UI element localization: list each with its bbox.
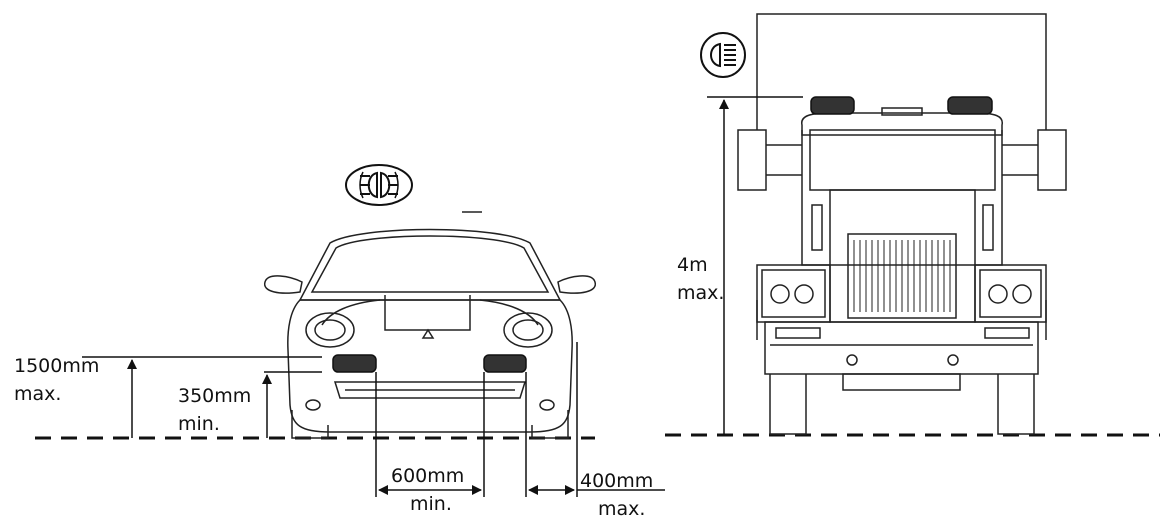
label-car-height-min-qualifier: min. (178, 413, 220, 435)
label-car-height-max-value: 1500mm (14, 355, 100, 377)
truck-right-roof-lamp (947, 96, 993, 115)
label-car-separation-qualifier: min. (410, 493, 452, 515)
label-car-height-min-value: 350mm (178, 385, 252, 407)
car-front-view (264, 211, 596, 439)
car-dimension-lines (82, 342, 665, 497)
headlamp-icon (700, 32, 746, 78)
label-truck-height-value: 4m (677, 254, 708, 276)
label-truck-height-qualifier: max. (677, 282, 725, 304)
truck-left-roof-lamp (810, 96, 855, 115)
truck-front-view (737, 13, 1067, 435)
truck-dimension-lines (707, 96, 803, 435)
car-right-fog-lamp (483, 354, 527, 373)
front-fog-lamp-icon (345, 164, 413, 206)
label-car-separation-value: 600mm (391, 465, 465, 487)
car-left-fog-lamp (332, 354, 377, 373)
label-car-edge-qualifier: max. (598, 498, 646, 520)
label-car-edge-value: 400mm (580, 470, 654, 492)
label-car-height-max-qualifier: max. (14, 383, 62, 405)
